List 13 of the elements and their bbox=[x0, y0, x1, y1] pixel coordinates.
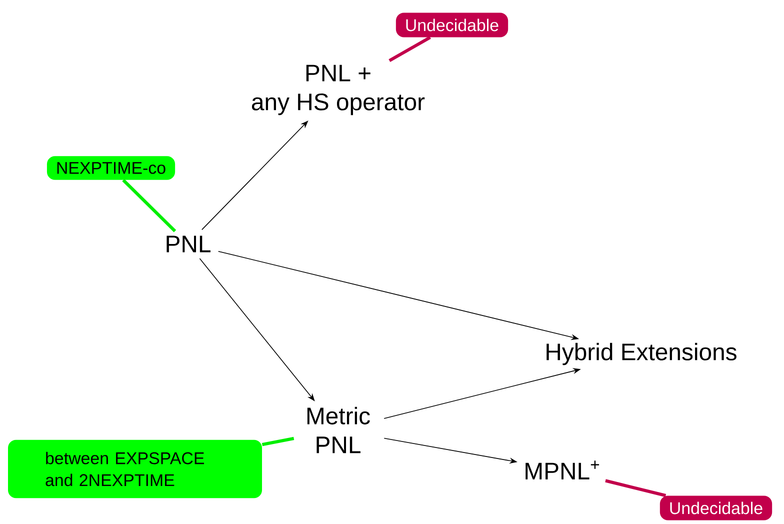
callout-box: Undecidable bbox=[660, 496, 772, 520]
logic-label: PNL bbox=[166, 236, 210, 252]
leader-line bbox=[122, 178, 176, 232]
callout-box: Undecidable bbox=[396, 12, 508, 38]
callout-box: NEXPTIME-co bbox=[46, 156, 176, 180]
logic-label: Hybrid Extensions bbox=[546, 342, 736, 366]
logic-label: PNL + any HS operator bbox=[252, 64, 425, 116]
leader-line bbox=[388, 36, 432, 62]
logic-label: MPNL$^{+}$ bbox=[526, 460, 600, 480]
leader-line bbox=[262, 436, 294, 446]
logic-label: Metric PNL bbox=[307, 406, 370, 454]
callout-box: between EXPSPACE and 2NEXPTIME bbox=[8, 440, 262, 498]
leader-line bbox=[605, 479, 666, 498]
